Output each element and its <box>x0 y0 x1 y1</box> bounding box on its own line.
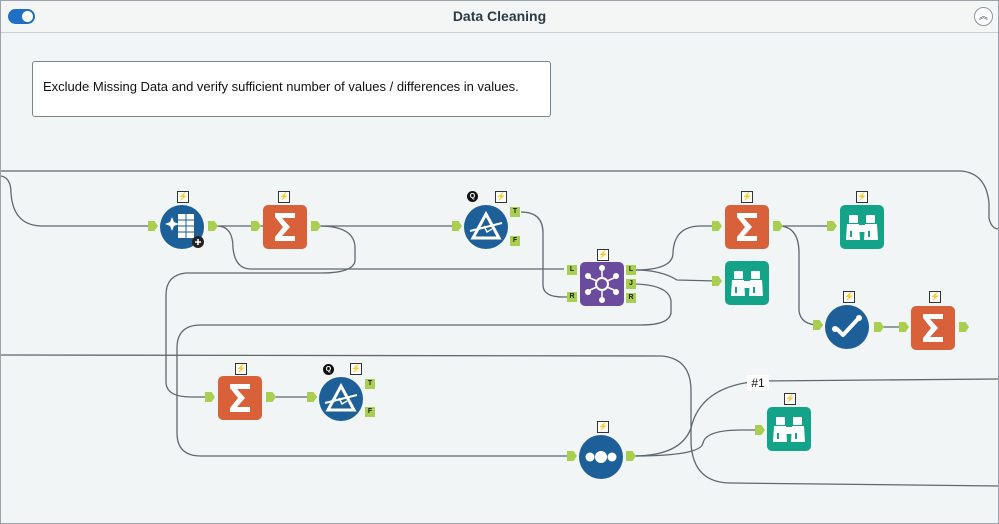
sigma-icon <box>230 384 250 412</box>
container-titlebar: Data Cleaning ︽ <box>1 1 998 33</box>
join-icon <box>585 265 619 303</box>
input-anchor[interactable] <box>755 425 765 435</box>
binoculars-icon <box>773 417 805 442</box>
join-output-anchor[interactable]: J <box>626 279 636 289</box>
input-anchor[interactable] <box>712 221 722 231</box>
bolt-icon: ⚡ <box>856 191 868 203</box>
input-anchor[interactable] <box>712 276 722 286</box>
summarize-tool-2[interactable] <box>725 205 769 249</box>
output-anchor[interactable] <box>874 322 884 332</box>
connection-lines <box>1 170 998 487</box>
chevron-up-icon[interactable]: ︽ <box>974 7 993 26</box>
output-anchor[interactable] <box>773 221 783 231</box>
output-anchor[interactable] <box>626 451 636 461</box>
bolt-icon: ⚡ <box>929 291 941 303</box>
browse-tool-3[interactable] <box>767 407 811 451</box>
bolt-icon: ⚡ <box>597 421 609 433</box>
left-input-anchor[interactable]: L <box>567 265 577 275</box>
binoculars-icon <box>731 271 763 296</box>
summarize-tool-1[interactable] <box>263 205 307 249</box>
input-anchor[interactable] <box>567 451 577 461</box>
binoculars-icon <box>846 215 878 240</box>
message-tool[interactable] <box>825 305 869 349</box>
input-anchor[interactable] <box>899 322 909 332</box>
bolt-icon: ⚡ <box>741 191 753 203</box>
bolt-icon: ⚡ <box>177 191 189 203</box>
input-anchor[interactable] <box>307 392 317 402</box>
bolt-icon: ⚡ <box>843 291 855 303</box>
input-anchor[interactable] <box>205 392 215 402</box>
browse-tool-2[interactable] <box>725 261 769 305</box>
workflow-canvas[interactable]: Exclude Missing Data and verify sufficie… <box>1 33 998 523</box>
input-anchor[interactable] <box>452 221 462 231</box>
input-anchor[interactable] <box>148 221 158 231</box>
right-output-anchor[interactable]: R <box>626 293 636 303</box>
bolt-icon: ⚡ <box>278 191 290 203</box>
multi-field-formula-tool[interactable] <box>160 205 204 249</box>
true-anchor[interactable]: T <box>510 207 520 217</box>
false-anchor[interactable]: F <box>510 236 520 246</box>
bolt-icon: ⚡ <box>495 191 507 203</box>
bolt-icon: ⚡ <box>235 363 247 375</box>
output-anchor[interactable] <box>311 221 321 231</box>
test-tool-1[interactable] <box>464 205 508 249</box>
three-dots-icon <box>585 451 617 463</box>
bolt-icon: ⚡ <box>784 393 796 405</box>
summarize-tool-4[interactable] <box>218 376 262 420</box>
table-sparkle-icon <box>165 214 204 248</box>
left-output-anchor[interactable]: L <box>626 265 636 275</box>
summarize-tool-3[interactable] <box>911 306 955 350</box>
output-anchor[interactable] <box>959 322 969 332</box>
true-anchor[interactable]: T <box>365 379 375 389</box>
test-triangle-icon <box>324 382 358 412</box>
union-tool[interactable] <box>579 435 623 479</box>
enable-toggle[interactable] <box>8 9 35 24</box>
test-triangle-icon <box>469 210 503 240</box>
connection-label[interactable]: #1 <box>747 375 769 391</box>
check-dots-icon <box>832 315 862 337</box>
sigma-icon <box>923 314 943 342</box>
right-input-anchor[interactable]: R <box>567 292 577 302</box>
output-anchor[interactable] <box>208 221 218 231</box>
test-tool-2[interactable] <box>319 377 363 421</box>
quick-badge: Q <box>467 191 478 202</box>
bolt-icon: ⚡ <box>597 249 609 261</box>
join-tool[interactable] <box>580 262 624 306</box>
container-title: Data Cleaning <box>452 8 547 24</box>
browse-tool-1[interactable] <box>840 205 884 249</box>
quick-badge: Q <box>323 364 334 375</box>
comment-box[interactable]: Exclude Missing Data and verify sufficie… <box>32 61 551 117</box>
toggle-knob <box>22 11 33 22</box>
input-anchor[interactable] <box>813 320 823 330</box>
bolt-icon: ⚡ <box>350 363 362 375</box>
false-anchor[interactable]: F <box>365 407 375 417</box>
sigma-icon <box>737 213 757 241</box>
input-anchor[interactable] <box>827 221 837 231</box>
output-anchor[interactable] <box>266 392 276 402</box>
sigma-icon <box>275 213 295 241</box>
input-anchor[interactable] <box>251 221 261 231</box>
